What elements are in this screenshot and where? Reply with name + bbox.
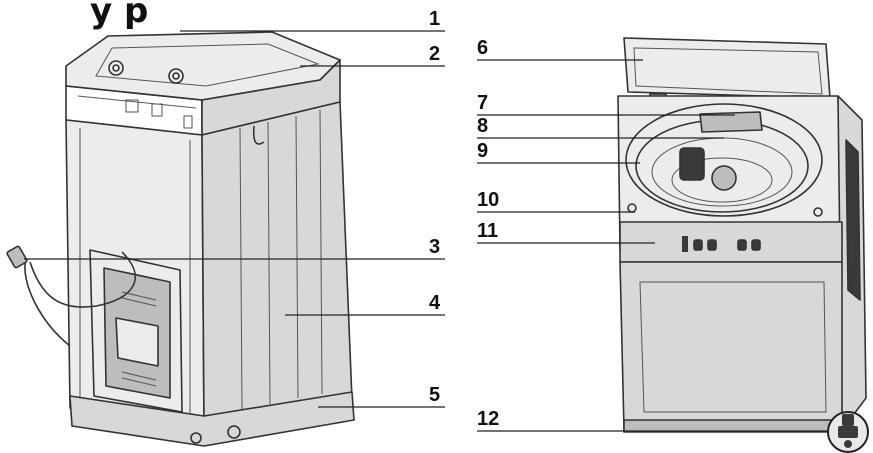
callout-9: 9	[477, 140, 488, 162]
callout-12: 12	[477, 408, 499, 430]
front-view-illustration	[617, 37, 867, 433]
callout-10: 10	[477, 189, 499, 211]
callout-11: 11	[477, 220, 498, 242]
leader-lines	[24, 30, 828, 432]
callout-8: 8	[477, 115, 488, 137]
callout-2: 2	[429, 43, 440, 65]
callout-7: 7	[477, 92, 488, 114]
callout-4: 4	[429, 292, 441, 314]
rear-view-illustration	[6, 31, 355, 447]
callout-3: 3	[429, 236, 440, 258]
leveling-foot-icon	[827, 411, 869, 453]
callout-6: 6	[477, 37, 488, 59]
callout-labels: 1 2 3 4 5 6 7 8 9 10 11 12	[429, 8, 499, 430]
callout-5: 5	[429, 384, 440, 406]
page-title: y p	[90, 0, 148, 31]
callout-1: 1	[429, 8, 440, 30]
